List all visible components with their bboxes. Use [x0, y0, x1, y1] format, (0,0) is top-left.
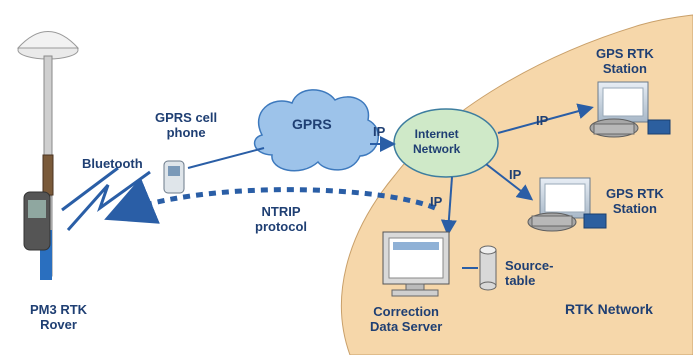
- rtk-network-label: RTK Network: [565, 301, 653, 317]
- gps-station-bottom-icon: [527, 177, 607, 232]
- rover-icon: [16, 31, 80, 280]
- ip-station-top-label: IP: [536, 113, 549, 128]
- server-computer-icon: [382, 231, 450, 297]
- phone-icon: [163, 160, 185, 194]
- ip-link-server: [440, 176, 457, 236]
- ip-gprs-label: IP: [373, 124, 386, 139]
- ntrip-link: [104, 177, 436, 224]
- bluetooth-label: Bluetooth: [82, 156, 143, 171]
- sourcetable-label: Source-table: [505, 258, 554, 288]
- ip-link-station-bottom: [485, 163, 534, 201]
- gps-station-top-icon: [589, 81, 671, 138]
- gprs-label: GPRS: [292, 116, 332, 132]
- bluetooth-link: [66, 170, 151, 231]
- gprs-cloud: [253, 89, 379, 172]
- sourcetable-database-icon: [479, 245, 497, 291]
- ip-station-bottom-label: IP: [509, 167, 522, 182]
- ip-link-station-top: [497, 103, 594, 134]
- ip-server-label: IP: [430, 194, 443, 209]
